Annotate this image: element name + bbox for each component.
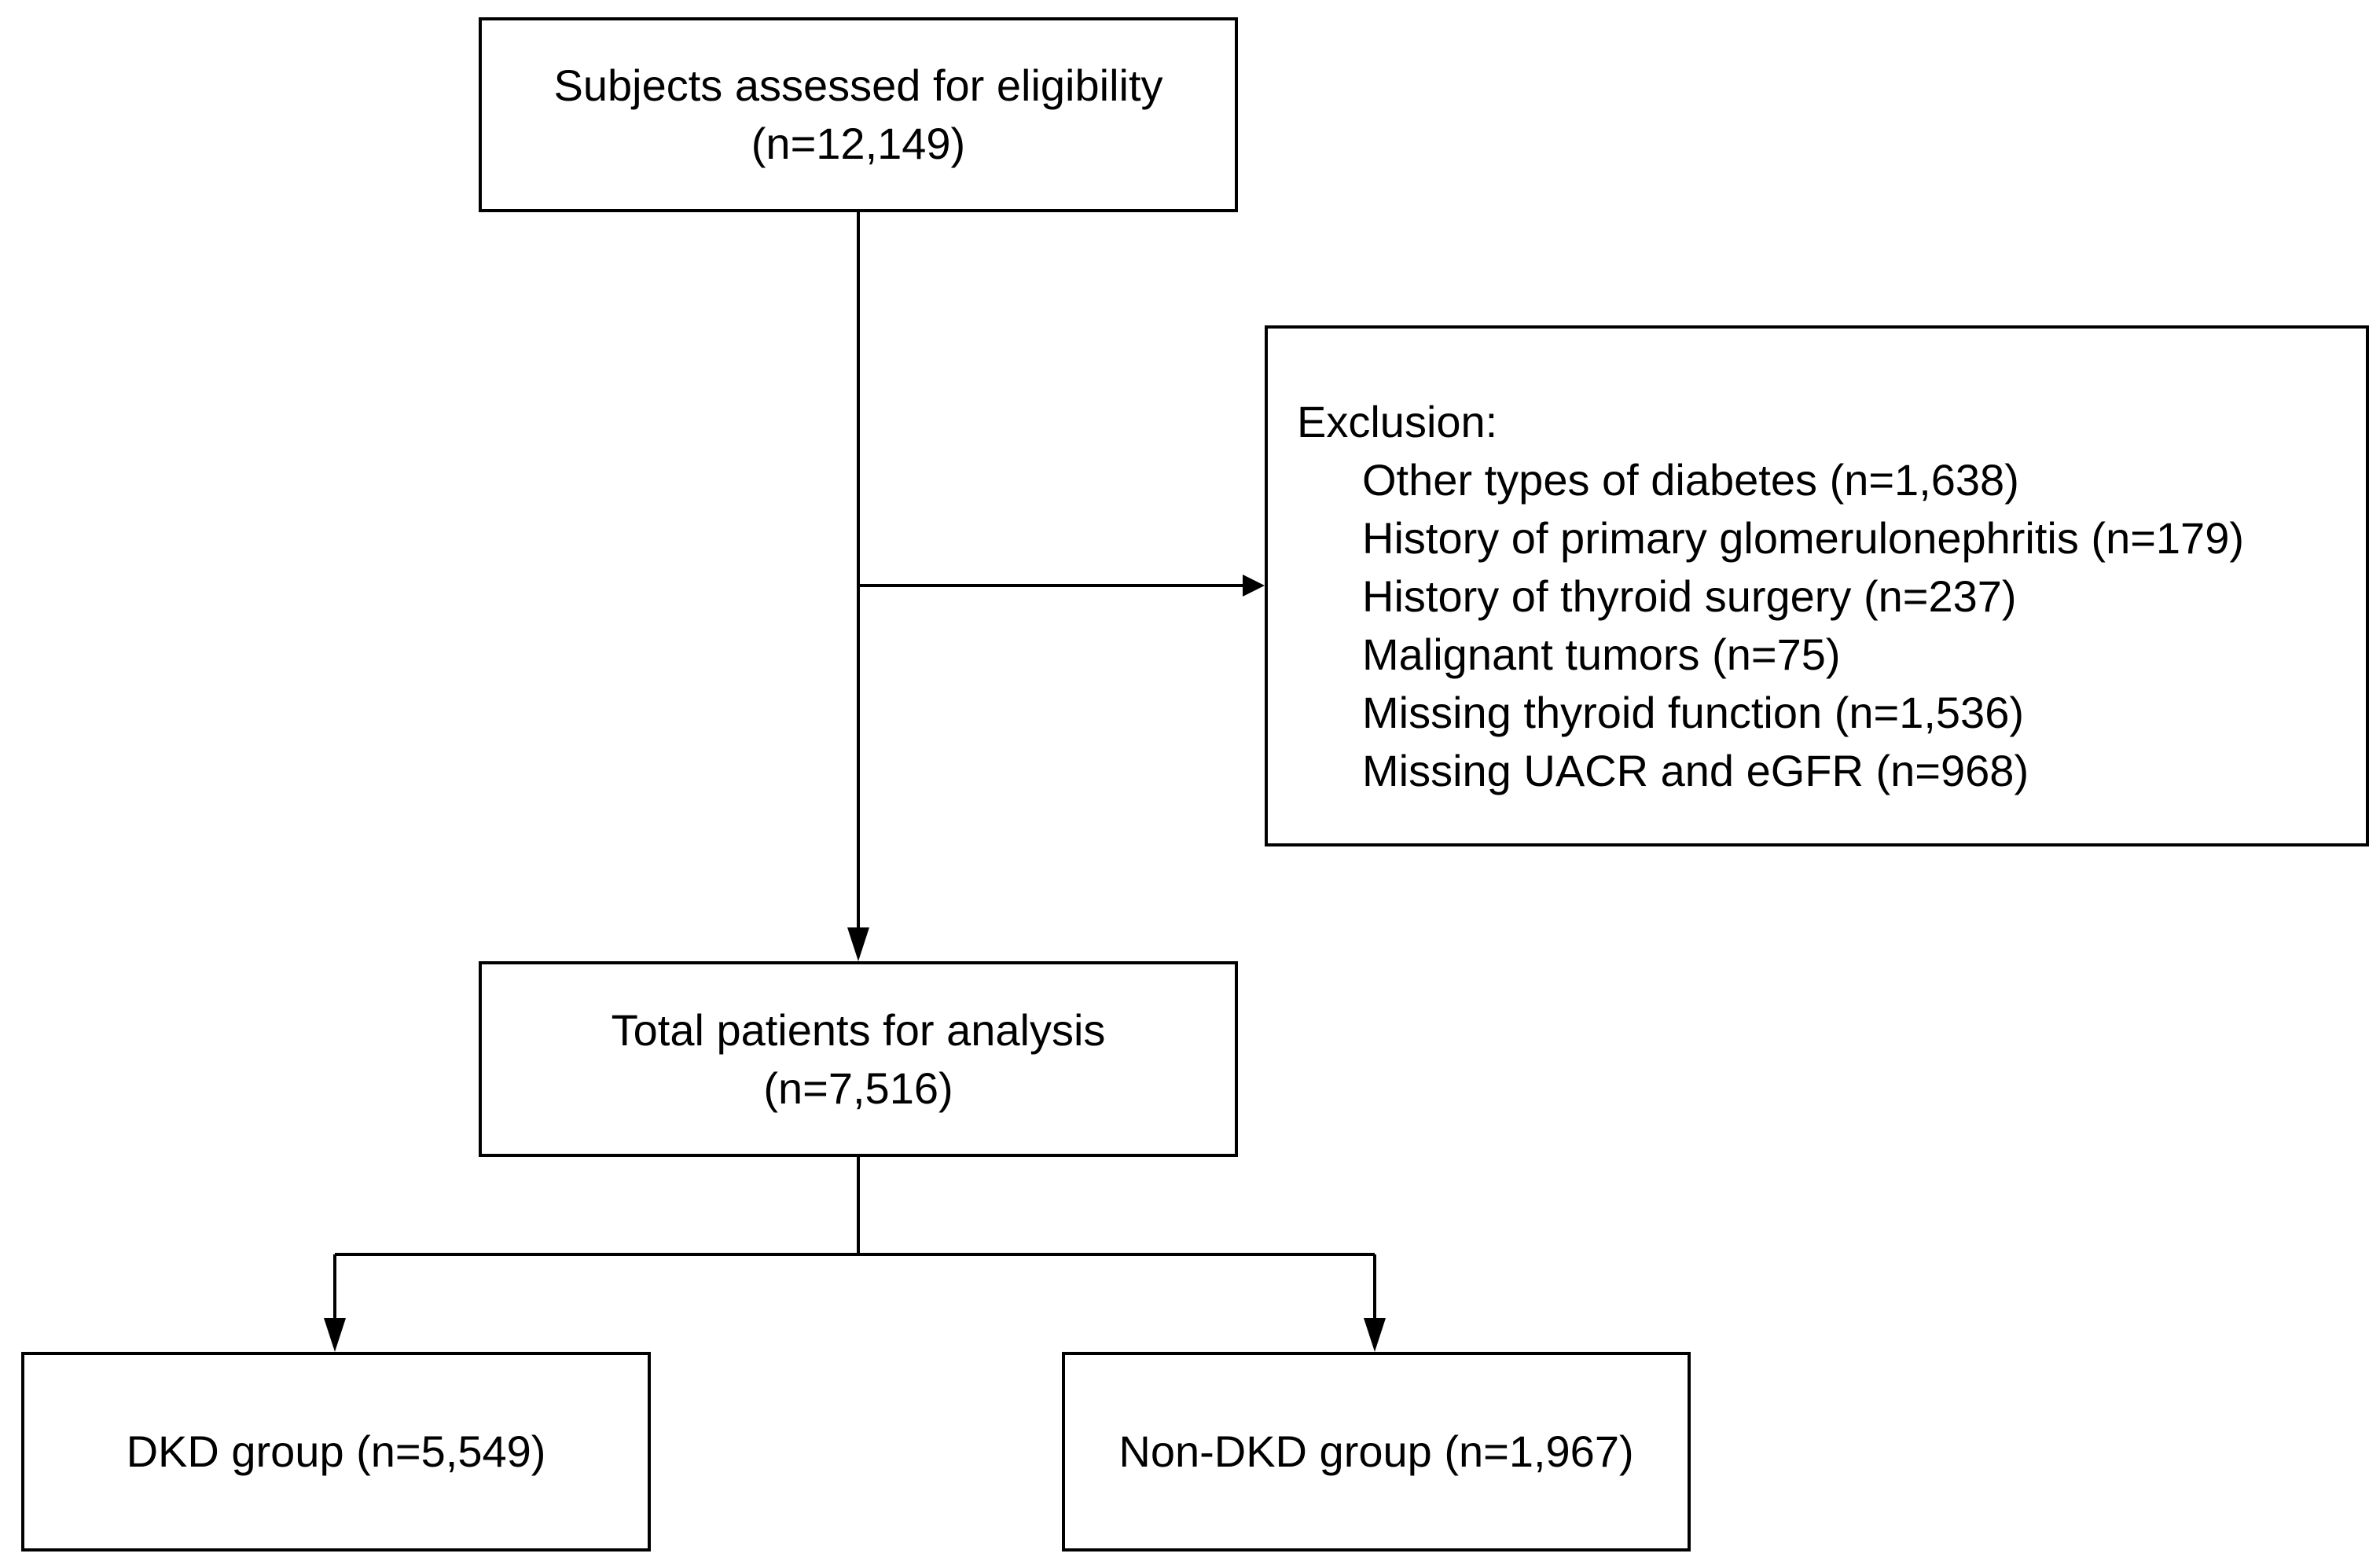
non-dkd-group-label: Non-DKD group (n=1,967) [1118,1427,1634,1476]
analysis-box: Total patients for analysis (n=7,516) [479,961,1238,1157]
arrowhead-to-exclusion [1243,575,1265,597]
arrowhead-to-dkd [324,1318,346,1352]
eligibility-title: Subjects assessed for eligibility [553,61,1163,110]
exclusion-item-other-diabetes: Other types of diabetes (n=1,638) [1362,455,2019,505]
analysis-count: (n=7,516) [763,1063,953,1113]
exclusion-item-thyroid-surgery: History of thyroid surgery (n=237) [1362,571,2017,621]
arrowhead-to-nondkd [1364,1318,1386,1352]
non-dkd-group-box: Non-DKD group (n=1,967) [1062,1352,1691,1551]
exclusion-item-glomerulonephritis: History of primary glomerulonephritis (n… [1362,513,2244,563]
dkd-group-label: DKD group (n=5,549) [126,1427,546,1476]
exclusion-item-malignant-tumors: Malignant tumors (n=75) [1362,630,1841,679]
analysis-title: Total patients for analysis [611,1004,1106,1055]
exclusion-item-missing-uacr-egfr: Missing UACR and eGFR (n=968) [1362,746,2029,795]
dkd-group-box: DKD group (n=5,549) [21,1352,651,1551]
eligibility-count: (n=12,149) [751,119,966,168]
eligibility-box: Subjects assessed for eligibility (n=12,… [479,17,1238,212]
arrowhead-to-analysis [847,927,869,961]
exclusion-heading: Exclusion: [1297,397,1498,446]
exclusion-box: Exclusion: Other types of diabetes (n=1,… [1265,325,2369,846]
exclusion-item-missing-thyroid-function: Missing thyroid function (n=1,536) [1362,688,2024,737]
exclusion-list: Other types of diabetes (n=1,638) Histor… [1297,451,2366,800]
